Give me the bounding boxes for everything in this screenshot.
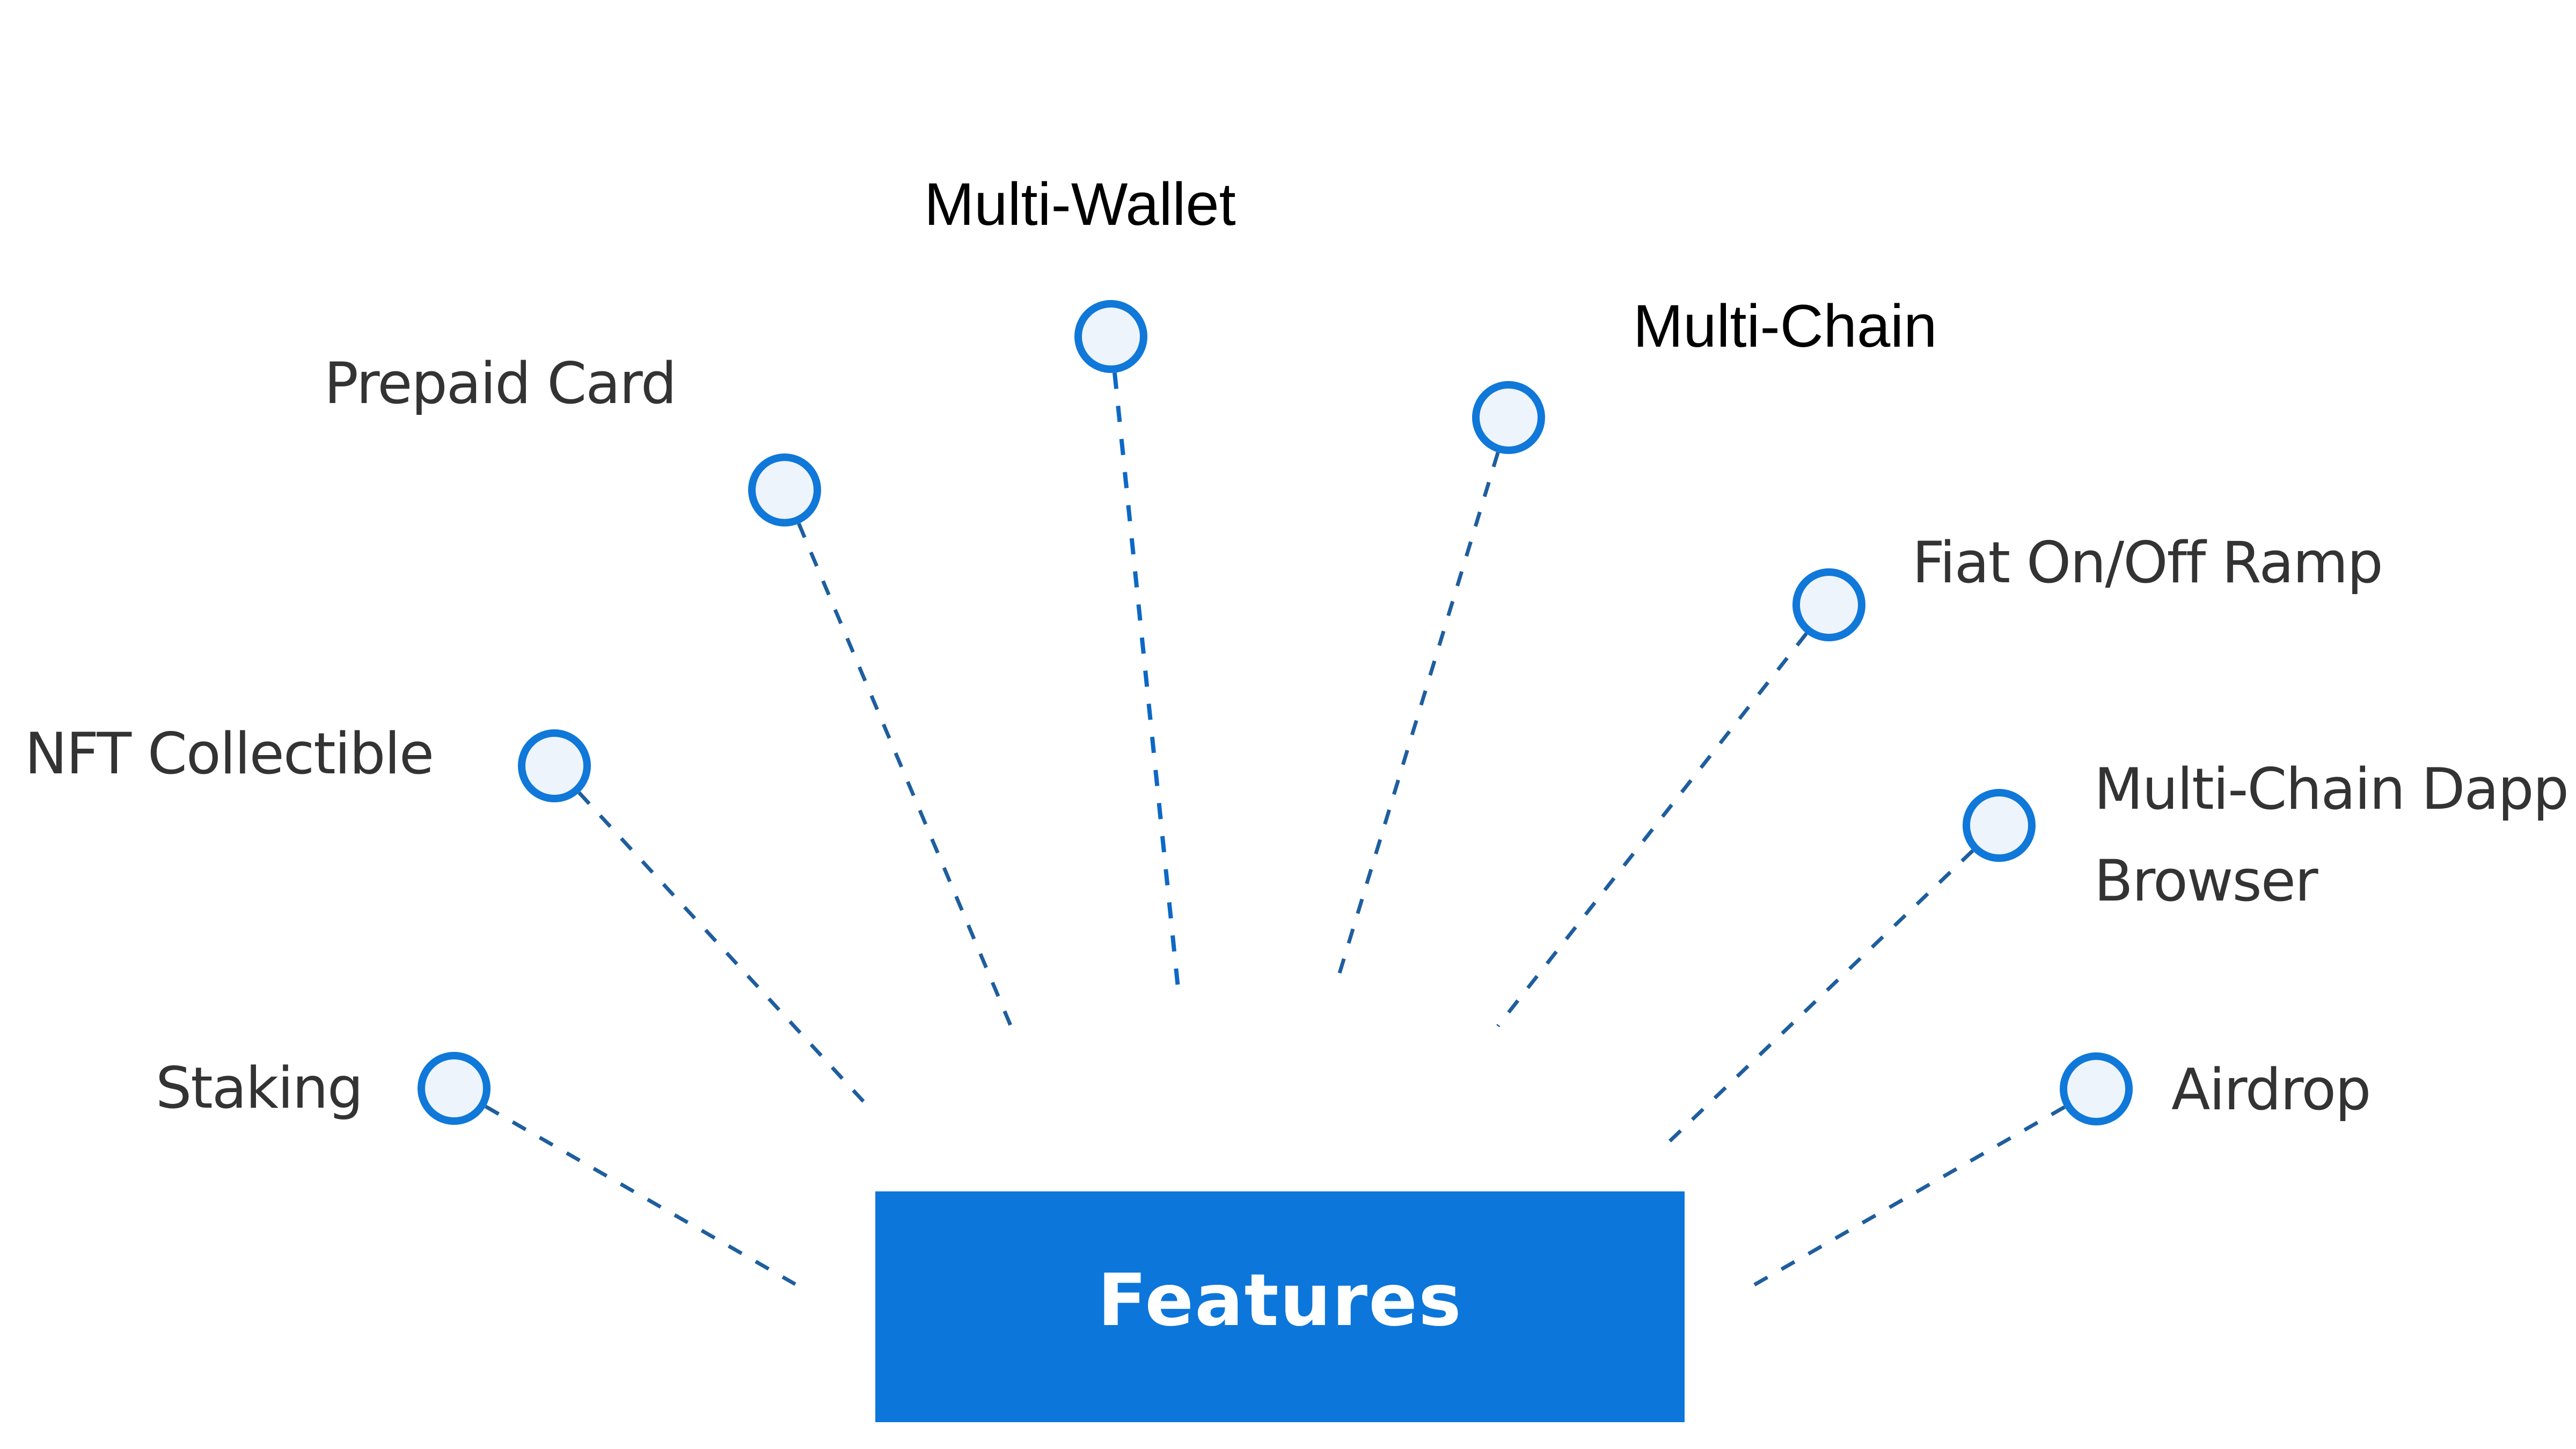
connector-staking	[485, 1104, 796, 1286]
label-multi-chain: Multi-Chain	[1633, 292, 1937, 360]
connector-airdrop	[1753, 1105, 2066, 1287]
label-prepaid-card: Prepaid Card	[324, 350, 677, 416]
connector-fiat-ramp	[1496, 632, 1808, 1028]
label-nft-collectible: NFT Collectible	[25, 721, 434, 787]
node-multi-chain	[1472, 381, 1545, 454]
label-airdrop: Airdrop	[2171, 1057, 2371, 1123]
label-fiat-ramp: Fiat On/Off Ramp	[1912, 530, 2383, 596]
connectors	[485, 372, 2066, 1287]
connector-prepaid-card	[797, 523, 1015, 1031]
connector-multi-wallet	[1112, 372, 1180, 988]
connector-dapp-browser	[1659, 849, 1974, 1151]
node-prepaid-card	[748, 453, 821, 526]
nodes	[418, 300, 2133, 1125]
label-staking: Staking	[156, 1055, 363, 1121]
node-nft-collectible	[518, 729, 591, 802]
connector-nft-collectible	[577, 791, 875, 1114]
features-center-box: Features	[875, 1191, 1685, 1422]
node-multi-wallet	[1074, 300, 1147, 373]
node-staking	[418, 1052, 491, 1125]
label-multi-wallet: Multi-Wallet	[924, 171, 1236, 238]
center-label: Features	[1097, 1258, 1462, 1342]
node-fiat-ramp	[1792, 568, 1865, 641]
node-dapp-browser	[1963, 789, 2036, 862]
label-dapp-browser: Multi-Chain Dapp Browser	[2094, 756, 2569, 914]
connector-multi-chain	[1336, 452, 1500, 978]
node-airdrop	[2060, 1052, 2133, 1125]
